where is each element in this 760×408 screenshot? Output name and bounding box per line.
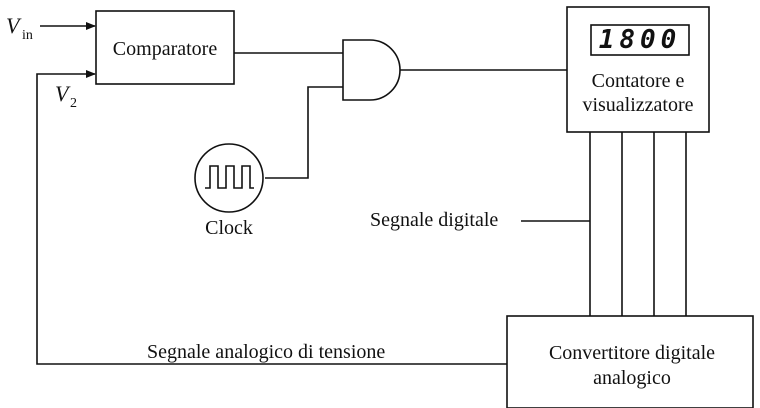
analog-feedback-wire: [36, 70, 507, 365]
vin-input: V in: [6, 13, 96, 43]
clock-output-wire: [265, 86, 343, 179]
dac-label-line2: analogico: [593, 367, 671, 389]
v2-label: V: [55, 81, 71, 106]
clock-circle: [194, 143, 264, 213]
and-gate: [342, 39, 401, 101]
v2-subscript: 2: [70, 96, 77, 111]
clock-label: Clock: [205, 217, 253, 239]
dac-box: [506, 315, 754, 408]
counter-label-line1: Contatore e: [592, 70, 685, 92]
and-gate-shape: [342, 39, 401, 101]
comparator-box: [95, 10, 235, 85]
counter-label-line2: visualizzatore: [582, 94, 693, 116]
clock-source: Clock: [194, 143, 264, 239]
dac-block: Convertitore digitale analogico: [506, 315, 754, 408]
vin-label: V: [6, 13, 22, 38]
feedback-line: V 2 Segnale analogico di tensione: [36, 70, 507, 365]
comparator-label: Comparatore: [113, 38, 218, 60]
comparator-block: Comparatore: [95, 10, 235, 85]
digital-signal-label: Segnale digitale: [370, 209, 498, 231]
display-readout: 1800: [599, 25, 682, 55]
analog-signal-label: Segnale analogico di tensione: [147, 341, 385, 363]
display-window: [590, 24, 690, 56]
digital-bus: Segnale digitale: [370, 132, 687, 316]
square-wave-icon: [205, 165, 254, 189]
counter-display-block: 1800 Contatore e visualizzatore: [566, 6, 710, 133]
vin-subscript: in: [22, 28, 33, 43]
dac-label-line1: Convertitore digitale: [549, 342, 715, 364]
